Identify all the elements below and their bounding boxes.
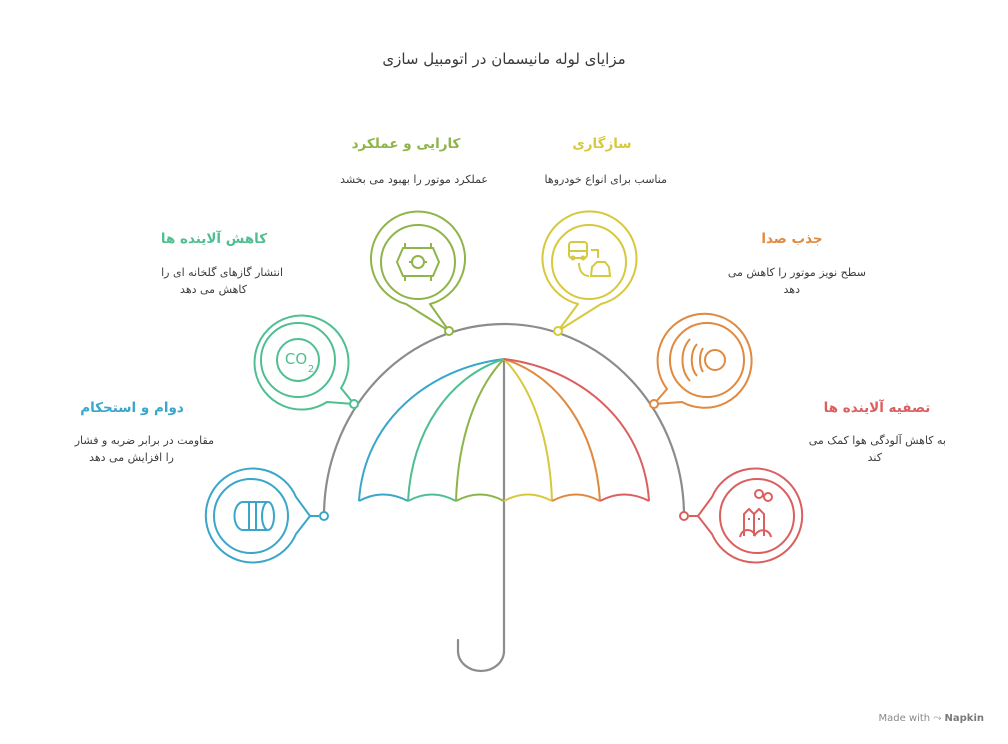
compatibility-title: سازگاری xyxy=(572,136,632,152)
emissions-connector-dot xyxy=(349,399,359,409)
napkin-brand: Napkin xyxy=(944,713,984,724)
canopy-rib-blue xyxy=(358,358,505,502)
durability-desc-line2: را افزایش می دهد xyxy=(89,451,174,464)
noise-title: جذب صدا xyxy=(761,231,823,247)
emissions-desc-line1: انتشار گازهای گلخانه ای را xyxy=(161,266,283,279)
canopy-scallop-6 xyxy=(599,493,650,502)
canopy-rib-green xyxy=(455,358,505,502)
umbrella-handle xyxy=(456,357,506,673)
canopy-rib-orange xyxy=(503,358,601,502)
canopy-rib-yellow xyxy=(503,358,553,502)
purification-desc-line2: کند xyxy=(867,451,882,464)
durability-connector-dot xyxy=(319,511,329,521)
compatibility-badge xyxy=(541,210,638,332)
durability-badge xyxy=(204,467,319,564)
pipe-icon xyxy=(233,501,275,531)
purification-title: تصفیه آلاینده ها xyxy=(823,400,931,416)
vehicles-icon xyxy=(568,241,612,277)
canopy-scallop-2 xyxy=(407,493,457,502)
purification-badge xyxy=(689,467,804,564)
canopy-rib-red xyxy=(503,358,650,502)
napkin-logo-icon: ⤳ xyxy=(933,713,942,724)
efficiency-connector-dot xyxy=(444,326,454,336)
svg-text:CO: CO xyxy=(285,350,307,368)
compatibility-connector-dot xyxy=(553,326,563,336)
noise-badge xyxy=(653,312,753,409)
canopy-scallop-3 xyxy=(455,493,505,502)
noise-connector-dot xyxy=(649,399,659,409)
svg-text:2: 2 xyxy=(308,364,314,375)
emissions-badge: CO 2 xyxy=(253,314,355,411)
canopy-scallop-5 xyxy=(551,493,601,502)
noise-desc-line1: سطح نویز موتور را کاهش می xyxy=(727,266,866,279)
engine-icon xyxy=(395,243,441,281)
napkin-watermark[interactable]: Made with ⤳ Napkin xyxy=(878,713,984,724)
purification-connector-dot xyxy=(679,511,689,521)
canopy-rib-teal xyxy=(407,358,505,502)
purification-desc-line1: به کاهش آلودگی هوا کمک می xyxy=(808,434,946,447)
compatibility-desc-line1: مناسب برای انواع خودروها xyxy=(544,173,667,186)
noise-desc-line2: دهد xyxy=(783,283,800,296)
co2-icon: CO 2 xyxy=(285,350,314,375)
emissions-desc-line2: کاهش می دهد xyxy=(180,283,247,296)
durability-desc-line1: مقاومت در برابر ضربه و فشار xyxy=(74,434,214,447)
umbrella-outer-arc xyxy=(322,322,686,517)
made-with-label: Made with xyxy=(878,713,931,724)
sound-icon xyxy=(681,338,726,382)
canopy-scallop-1 xyxy=(358,493,409,502)
pollution-icon xyxy=(739,489,773,538)
durability-title: دوام و استحکام xyxy=(80,400,184,416)
page-title: مزایای لوله مانیسمان در اتومبیل سازی xyxy=(382,50,626,68)
efficiency-badge xyxy=(370,210,466,332)
efficiency-title: کارایی و عملکرد xyxy=(351,136,461,152)
efficiency-desc-line1: عملکرد موتور را بهبود می بخشد xyxy=(340,173,488,186)
emissions-title: کاهش آلاینده ها xyxy=(160,231,268,247)
canopy-scallop-4 xyxy=(503,493,553,502)
